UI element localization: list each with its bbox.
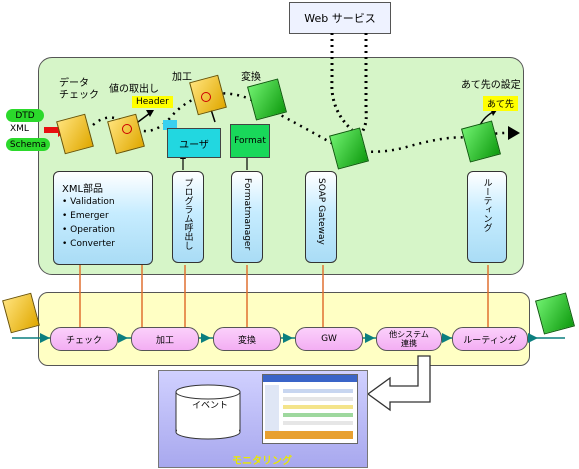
screenshot-titlebar — [263, 375, 357, 382]
schema-label: Schema — [9, 139, 47, 150]
soap-gateway-label: SOAP Gateway — [316, 178, 326, 245]
xml-part-item: • Converter — [62, 239, 115, 249]
soap-gateway-component: SOAP Gateway — [305, 171, 337, 263]
process-marker-icon — [201, 92, 211, 102]
screenshot-row — [283, 397, 353, 401]
web-service-box: Web サービス — [289, 2, 391, 34]
format-box: Format — [230, 124, 270, 158]
xml-part-item: • Emerger — [62, 211, 109, 221]
pipeline-step-convert: 変換 — [213, 327, 281, 351]
pipeline-bus — [38, 292, 530, 366]
pipeline-step-check: チェック — [50, 327, 118, 351]
web-service-label: Web サービス — [304, 12, 376, 25]
monitoring-screenshot — [262, 374, 358, 444]
data-check-label: データ チェック — [59, 78, 99, 101]
routing-component: ルーティング — [467, 171, 507, 263]
xml-parts-component: XML部品 • Validation • Emerger • Operation… — [53, 171, 153, 265]
xml-part-item: • Operation — [62, 225, 115, 235]
program-call-component: プログラム呼出し — [172, 171, 204, 263]
extract-marker-icon — [122, 124, 132, 134]
convert-label: 変換 — [241, 72, 261, 83]
destination-tag: あて先 — [483, 96, 518, 111]
pipeline-step-routing: ルーティング — [452, 327, 528, 351]
routing-component-label: ルーティング — [481, 178, 492, 232]
value-extract-label: 値の取出し — [109, 84, 159, 95]
web-service-link-left — [330, 33, 354, 132]
format-manager-label: Formatmanager — [242, 178, 252, 251]
destination-setting-label: あて先の設定 — [461, 80, 521, 91]
xml-parts-title: XML部品 — [62, 184, 104, 195]
screenshot-row — [283, 389, 353, 393]
user-label: ユーザ — [179, 139, 209, 151]
screenshot-row — [283, 421, 353, 425]
schema-badge: Schema — [6, 138, 50, 151]
screenshot-footer — [265, 431, 353, 439]
monitoring-label: モニタリング — [232, 456, 292, 467]
input-arrow-body — [44, 127, 58, 133]
header-arrowhead — [146, 110, 154, 117]
main-flow-arrowhead — [508, 126, 520, 140]
xml-part-item: • Validation — [62, 197, 115, 207]
pipeline-step-integration: 他システム 連携 — [376, 327, 442, 351]
component-connectors — [79, 265, 489, 330]
format-label: Format — [234, 136, 266, 146]
screenshot-row — [283, 413, 353, 417]
header-tag: Header — [132, 96, 173, 108]
screenshot-row — [283, 405, 353, 409]
screenshot-sidebar — [265, 385, 279, 439]
dtd-label: DTD — [15, 110, 35, 121]
process-label: 加工 — [172, 72, 192, 83]
monitoring-hollow-arrow — [366, 355, 431, 412]
pipeline-step-gw: GW — [295, 327, 363, 351]
dtd-badge: DTD — [6, 109, 44, 122]
xml-label: XML — [10, 124, 29, 134]
event-cylinder — [175, 384, 241, 440]
format-manager-component: Formatmanager — [231, 171, 263, 263]
program-call-label: プログラム呼出し — [182, 178, 193, 250]
user-box-tab — [163, 120, 177, 130]
pipeline-flow-arrowheads — [40, 333, 538, 343]
user-box: ユーザ — [167, 128, 221, 158]
pipeline-step-process: 加工 — [131, 327, 199, 351]
event-label: イベント — [192, 401, 229, 411]
